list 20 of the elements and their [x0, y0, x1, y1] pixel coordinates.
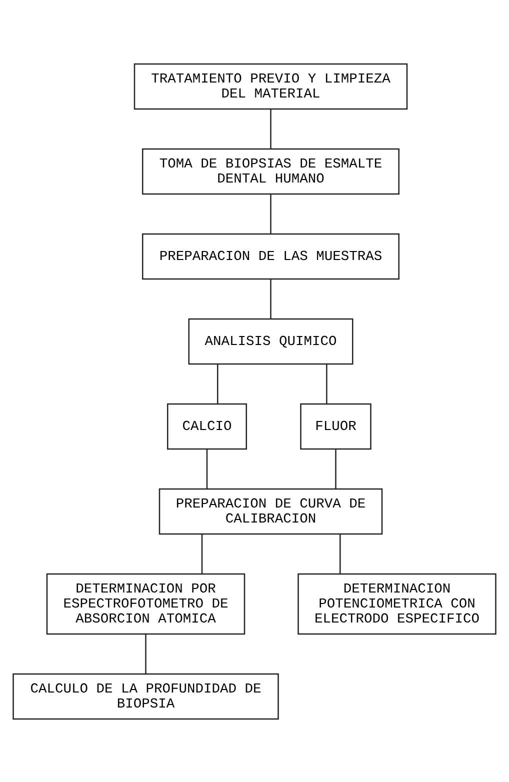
- connector: [270, 194, 272, 234]
- connector: [340, 534, 341, 574]
- node-box: CALCULO DE LA PROFUNDIDAD DE BIOPSIA: [12, 672, 279, 720]
- connector: [270, 278, 272, 318]
- connector: [206, 448, 208, 488]
- connector: [145, 634, 146, 674]
- connector: [335, 448, 336, 488]
- node-box: CALCIO: [167, 402, 247, 450]
- node-box: ANALISIS QUIMICO: [188, 318, 354, 364]
- connector: [217, 364, 218, 404]
- node-box: DETERMINACION POR ESPECTROFOTOMETRO DE ABSORCION ATOMICA: [46, 572, 246, 634]
- node-box: DETERMINACION POTENCIOMETRICA CON ELECTRODO ESPECIFICO: [298, 572, 496, 634]
- connector: [270, 108, 272, 148]
- node-box: PREPARACION DE LAS MUESTRAS: [142, 232, 400, 280]
- connector: [201, 534, 203, 574]
- node-box: TOMA DE BIOPSIAS DE ESMALTE DENTAL HUMANO: [142, 148, 400, 194]
- node-box: PREPARACION DE CURVA DE CALIBRACION: [158, 488, 383, 534]
- connector: [326, 364, 328, 404]
- node-box: TRATAMIENTO PREVIO Y LIMPIEZA DEL MATERIAL: [134, 62, 408, 110]
- node-box: FLUOR: [300, 402, 372, 450]
